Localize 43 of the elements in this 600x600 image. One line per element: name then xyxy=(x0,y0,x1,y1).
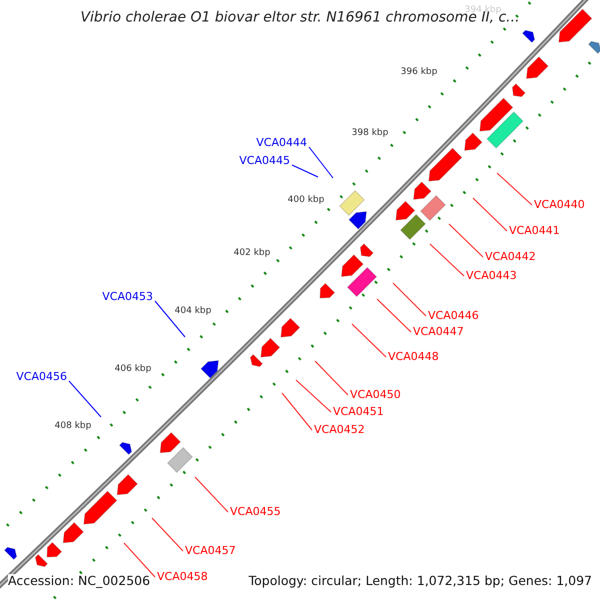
gene-label: VCA0448 xyxy=(388,350,439,364)
scale-label: 396 kbp xyxy=(400,68,438,78)
scale-label: 406 kbp xyxy=(114,365,152,375)
leader-line xyxy=(308,146,334,178)
leader-line xyxy=(194,476,228,512)
leader-line xyxy=(68,380,102,418)
gene-label: VCA0457 xyxy=(185,544,236,558)
gene-label: VCA0445 xyxy=(239,154,290,168)
scale-label: 398 kbp xyxy=(352,129,388,139)
leader-line xyxy=(448,224,484,258)
leader-line xyxy=(292,164,318,178)
leader-line xyxy=(392,282,426,316)
leader-line xyxy=(154,300,186,338)
leader-line xyxy=(296,380,332,412)
gene-label: VCA0446 xyxy=(428,310,479,322)
gene-label: VCA0443 xyxy=(466,270,517,282)
leader-line xyxy=(496,172,532,206)
gene-label: VCA0440 xyxy=(534,198,585,212)
scale-label: 408 kbp xyxy=(54,422,92,432)
leader-line xyxy=(152,518,184,552)
gene-label: VCA0456 xyxy=(16,370,67,384)
leader-line xyxy=(282,392,312,430)
gene-label: VCA0444 xyxy=(256,136,307,150)
scale-label: 404 kbp xyxy=(174,307,212,317)
leader-line xyxy=(472,198,508,232)
leader-line xyxy=(430,244,464,276)
scale-label: 402 kbp xyxy=(234,249,270,259)
genome-info-text: Topology: circular; Length: 1,072,315 bp; Genes: 1,097 xyxy=(248,574,592,588)
gene-label: VCA0455 xyxy=(230,506,281,518)
leader-line xyxy=(124,542,156,578)
gene-label: VCA0442 xyxy=(485,250,536,264)
gene-label: VCA0451 xyxy=(333,406,384,418)
leader-line xyxy=(376,298,412,332)
gene-label: VCA0447 xyxy=(413,326,464,338)
gene-label: VCA0450 xyxy=(350,388,401,402)
gene-label: VCA0453 xyxy=(102,290,153,304)
leader-line xyxy=(314,360,348,396)
gene-label: VCA0441 xyxy=(509,224,560,238)
leader-line xyxy=(352,324,386,358)
gene-label: VCA0458 xyxy=(157,570,208,584)
gene-label: VCA0452 xyxy=(314,424,365,436)
scale-label: 400 kbp xyxy=(288,196,324,206)
accession-text: Accession: NC_002506 xyxy=(8,574,150,588)
